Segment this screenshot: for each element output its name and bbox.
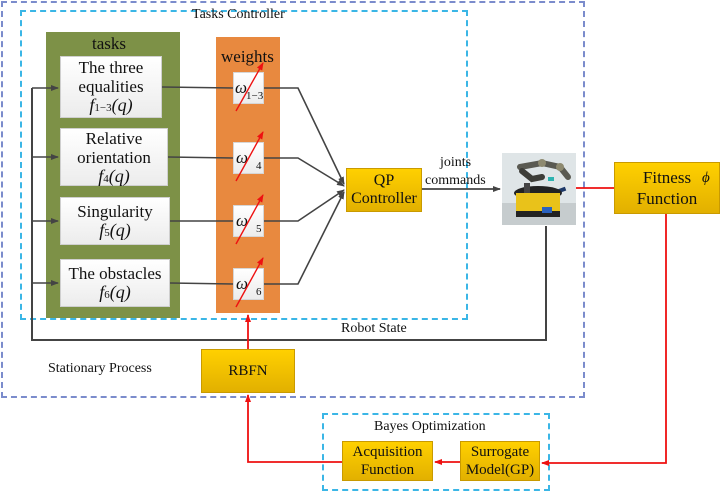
task-function: f6(q) (61, 283, 169, 305)
task-label-line1: Singularity (77, 202, 153, 221)
omega-subscript: 1−3 (246, 90, 264, 102)
commands-label: commands (425, 173, 486, 188)
rbfn-block[interactable]: RBFN (201, 349, 295, 393)
task-box-obstacles: The obstacles f6(q) (60, 259, 170, 307)
weight-adjust-arrows (235, 62, 264, 308)
func-subscript: 5 (104, 227, 110, 239)
func-symbol: f (99, 220, 105, 240)
task-label-line2: orientation (77, 148, 151, 167)
task-label-line1: Relative (85, 129, 143, 148)
weight-box-4[interactable]: ω 4 (233, 142, 264, 174)
qp-label-line1: QP (373, 172, 395, 189)
task1-to-weight (161, 86, 234, 89)
acquisition-function-block[interactable]: Acquisition Function (342, 441, 433, 481)
func-arg: (q) (111, 95, 133, 115)
surrogate-model-block[interactable]: Surrogate Model(GP) (460, 441, 540, 481)
fitness-label-line1: Fitness (642, 168, 692, 187)
omega-subscript: 5 (256, 223, 262, 235)
adjust-arrow-4 (235, 257, 264, 308)
surrogate-label-line1: Surrogate (470, 444, 530, 460)
weight1-to-qp (264, 87, 345, 185)
weight2-to-qp (264, 157, 345, 187)
weight-box-1-3[interactable]: ω 1−3 (233, 72, 264, 104)
robot-state-feedback-line (31, 88, 547, 341)
task-box-relative-orientation: Relative orientation f4(q) (60, 128, 168, 186)
task-function: f1−3(q) (61, 96, 161, 118)
phi-symbol: ϕ (702, 170, 710, 186)
acquisition-to-rbfn-line (245, 394, 342, 463)
tasks-controller-frame (20, 10, 468, 320)
func-subscript: 4 (103, 173, 109, 185)
func-arg: (q) (108, 166, 130, 186)
func-arg: (q) (109, 220, 131, 240)
omega-subscript: 4 (256, 160, 262, 172)
omega-subscript: 6 (256, 286, 262, 298)
weight4-to-qp (264, 191, 345, 285)
weights-column-title: weights (221, 47, 274, 66)
rbfn-label: RBFN (228, 362, 268, 379)
stationary-process-label: Stationary Process (48, 361, 152, 376)
robot-state-label: Robot State (341, 321, 407, 336)
joints-label: joints (440, 155, 472, 170)
surrogate-label-line2: Model(GP) (465, 462, 535, 478)
func-subscript: 1−3 (94, 102, 112, 114)
omega-symbol: ω (236, 148, 249, 167)
fitness-function-block[interactable]: Fitness Function (614, 162, 720, 214)
func-arg: (q) (109, 282, 131, 302)
acquisition-label-line2: Function (360, 462, 415, 478)
fitness-to-surrogate-line (541, 214, 667, 466)
task-label-line1: The three (78, 58, 144, 77)
omega-symbol: ω (235, 78, 248, 97)
task2-to-weight (167, 156, 234, 159)
task-box-singularity: Singularity f5(q) (60, 197, 170, 245)
robot-image (502, 153, 576, 225)
tasks-controller-title: Tasks Controller (192, 7, 285, 22)
func-subscript: 6 (104, 289, 110, 301)
bayes-optimization-frame (322, 413, 550, 491)
bayes-optimization-title: Bayes Optimization (374, 419, 486, 434)
weight3-to-qp (264, 189, 345, 222)
func-symbol: f (99, 282, 105, 302)
adjust-arrow-1 (235, 62, 264, 112)
task-label-line2: equalities (78, 77, 144, 96)
func-symbol: f (98, 166, 104, 186)
adjust-arrow-2 (235, 131, 264, 182)
tasks-column-title: tasks (92, 34, 126, 53)
omega-symbol: ω (236, 211, 249, 230)
adjust-arrow-3 (235, 194, 264, 245)
fitness-label-line2: Function (636, 189, 698, 208)
qp-controller-block[interactable]: QP Controller (346, 168, 422, 212)
robot-illustration-icon (502, 153, 576, 225)
qp-label-line2: Controller (351, 190, 417, 207)
acquisition-label-line1: Acquisition (352, 444, 423, 460)
stationary-process-frame (1, 1, 585, 398)
task-box-equalities: The three equalities f1−3(q) (60, 56, 162, 118)
func-symbol: f (89, 95, 95, 115)
omega-symbol: ω (236, 274, 249, 293)
task-function: f4(q) (61, 167, 167, 189)
task-label-line1: The obstacles (68, 264, 162, 283)
task4-to-weight (169, 282, 234, 285)
task-function: f5(q) (61, 221, 169, 243)
